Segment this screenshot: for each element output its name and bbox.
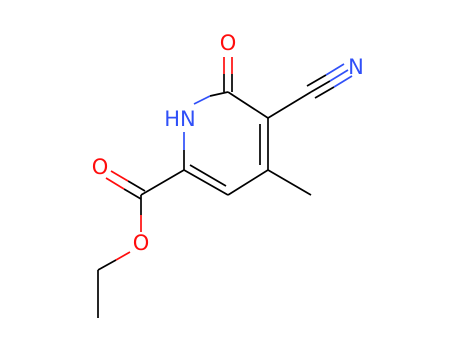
bond-ester-co-a1 <box>127 180 146 192</box>
bond-c2-ester-c <box>140 169 185 196</box>
ester-carbonyl-oxygen-label: O <box>92 155 109 179</box>
bond-c3-c2 <box>183 169 229 196</box>
nitrile-nitrogen-label: N <box>348 55 364 79</box>
bond-cn-triple-3 <box>314 86 335 99</box>
bond-o-ch2-b <box>97 259 117 271</box>
bond-ester-co-b1 <box>123 188 142 200</box>
bond-n1-c6-b <box>209 91 229 97</box>
bond-c6-c5 <box>227 91 269 119</box>
bond-c5-cn <box>267 91 312 119</box>
carbonyl-oxygen-label: O <box>220 31 237 55</box>
bond-c3-c2-inner <box>189 164 227 187</box>
bond-cn-triple-1 <box>310 80 331 93</box>
ester-ether-oxygen-label: O <box>133 231 150 255</box>
bond-o-ch2-a <box>115 251 131 261</box>
bond-ester-co-a2 <box>110 170 129 182</box>
bond-cn-triple-1b <box>329 69 349 82</box>
bond-cn-triple-3b <box>333 75 353 88</box>
bond-cn-triple-2 <box>306 74 327 87</box>
bond-c4-c3 <box>227 169 269 196</box>
ring-nitrogen-label: HN <box>164 107 196 131</box>
bond-n1-c6-a <box>193 95 211 105</box>
bond-cn-triple-2b <box>325 63 345 76</box>
bond-ester-co-b2 <box>105 177 125 190</box>
bond-c4-methyl <box>267 169 312 196</box>
